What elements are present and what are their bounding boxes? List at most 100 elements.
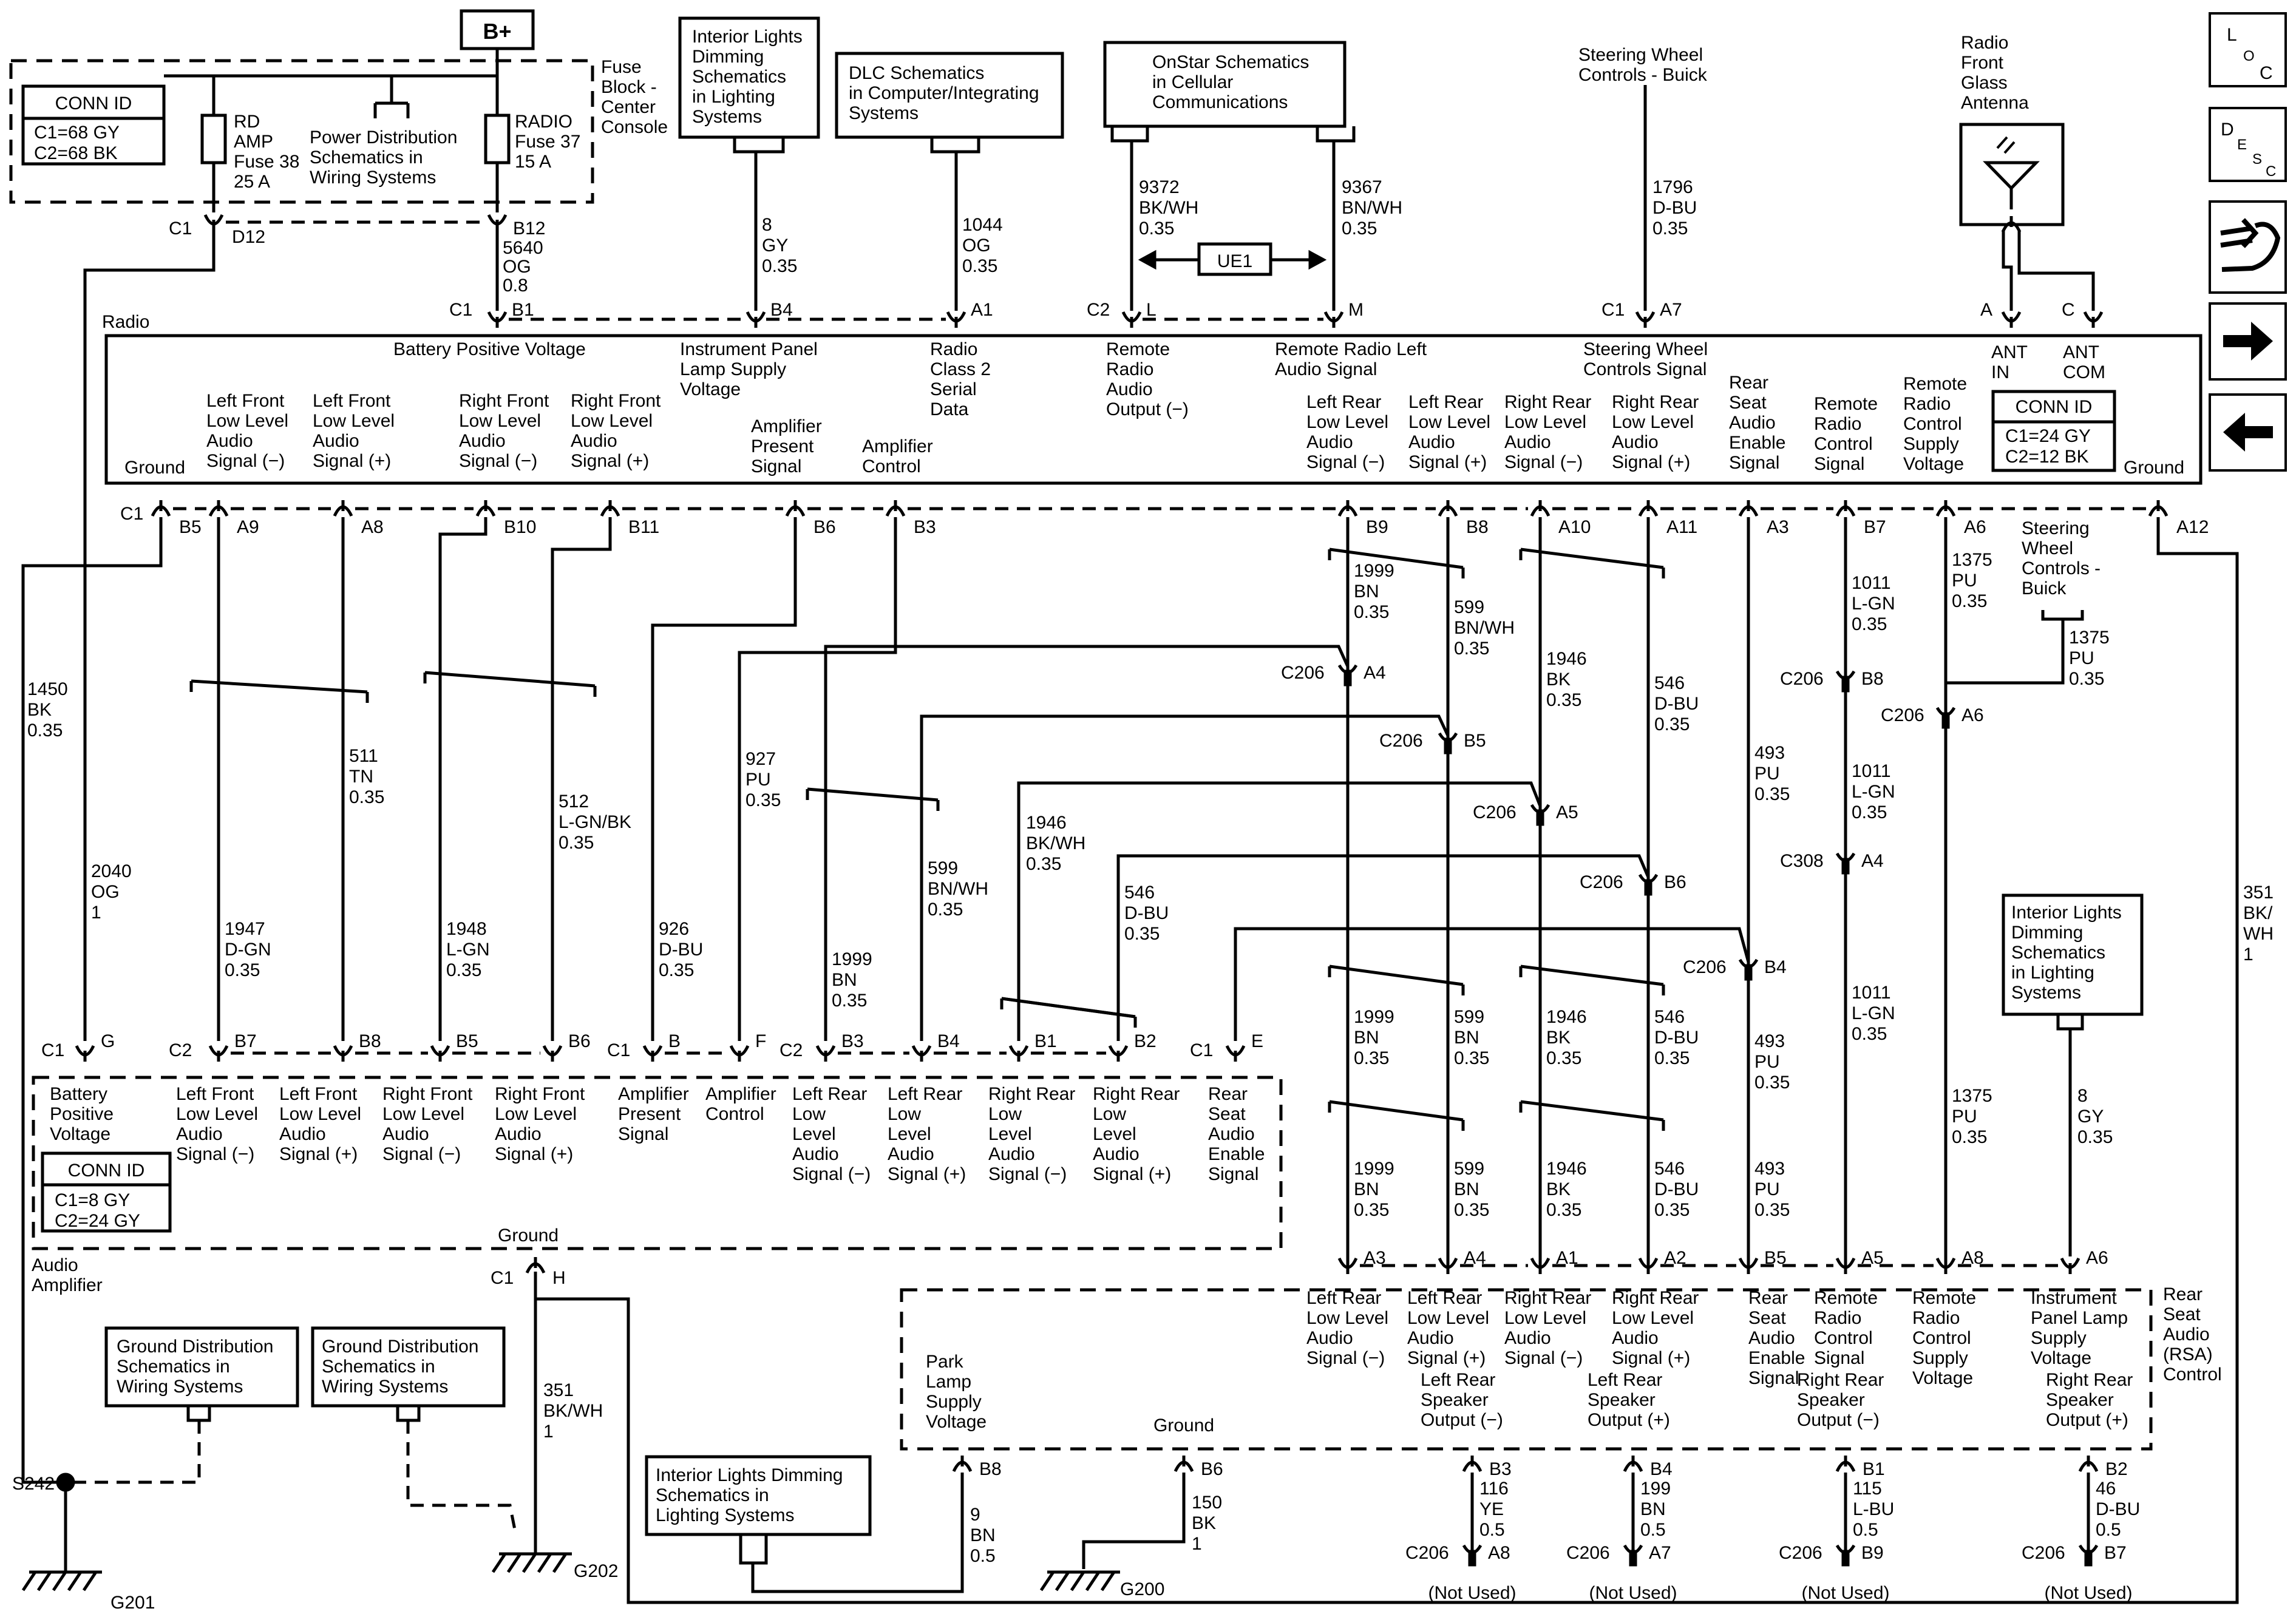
ground-hatch xyxy=(506,1553,522,1573)
label-line: 1450 xyxy=(27,679,68,699)
label-line: Console xyxy=(601,117,668,137)
label-line: Right Rear xyxy=(1093,1084,1180,1104)
wire xyxy=(2017,231,2095,311)
label-line: B7 xyxy=(2104,1543,2127,1563)
label: A1 xyxy=(971,300,993,320)
label-line: A8 xyxy=(361,517,384,537)
label-line: D-BU xyxy=(1654,694,1699,714)
label-line: Signal (−) xyxy=(1504,1348,1583,1368)
label-line: Low xyxy=(1093,1104,1126,1124)
twisted-pair-mark xyxy=(1001,997,1136,1019)
ground-hatch xyxy=(1070,1571,1085,1592)
label-line: Schematics in xyxy=(117,1357,230,1377)
label: B8 xyxy=(1861,669,1884,689)
label-line: 0.35 xyxy=(1546,1048,1581,1068)
label-line: Audio xyxy=(2163,1324,2210,1344)
label-line: Lighting Systems xyxy=(656,1505,794,1525)
label-line: G201 xyxy=(110,1593,155,1613)
label-line: Audio xyxy=(1612,1328,1659,1348)
label-line: Voltage xyxy=(2031,1348,2091,1368)
label-line: Control xyxy=(1814,434,1873,454)
label-line: Control xyxy=(2163,1364,2222,1385)
label-line: Low Level xyxy=(313,411,395,431)
label-line: 0.35 xyxy=(559,833,594,853)
label-line: A8 xyxy=(1961,1248,1984,1268)
label-line: Supply xyxy=(2031,1328,2087,1348)
label-line: Radio xyxy=(102,312,149,332)
label-line: 0.35 xyxy=(1354,1200,1389,1220)
label-line: 1 xyxy=(1192,1534,1202,1554)
label: A2 xyxy=(1664,1248,1686,1268)
connector-hand-button[interactable] xyxy=(2209,200,2287,294)
label-line: Class 2 xyxy=(930,359,991,379)
label-line: in Computer/Integrating xyxy=(849,83,1039,103)
label: C206 xyxy=(1566,1543,1610,1563)
wire xyxy=(2002,231,2013,311)
next-button[interactable] xyxy=(2209,302,2287,381)
connector-pin xyxy=(1941,712,1950,729)
label-line: Signal (+) xyxy=(495,1144,573,1164)
label-line: 493 xyxy=(1754,743,1785,763)
label-line: Seat xyxy=(1748,1308,1786,1328)
label: F xyxy=(755,1031,766,1051)
label-line: B2 xyxy=(2105,1459,2128,1479)
label: A6 xyxy=(1964,517,1986,537)
label-line: 1999 xyxy=(832,949,872,969)
wire xyxy=(2041,610,2084,621)
fuse-conn-box xyxy=(21,84,166,166)
label-line: Audio xyxy=(792,1144,839,1164)
label: G200 xyxy=(1120,1579,1164,1599)
label-line: Signal (+) xyxy=(1408,452,1487,472)
label-line: Signal (−) xyxy=(1306,1348,1385,1368)
label-line: E xyxy=(2237,137,2247,153)
label-line: Output (−) xyxy=(1797,1410,1880,1430)
loc-button-frame xyxy=(2209,12,2287,87)
label-line: Signal (+) xyxy=(1407,1348,1486,1368)
back-button[interactable] xyxy=(2209,393,2287,472)
label-line: B1 xyxy=(1863,1459,1885,1479)
splice-s242 xyxy=(56,1473,75,1492)
ground-hatch xyxy=(521,1553,537,1573)
label-line: BK xyxy=(1192,1513,1216,1533)
label-line: Radio xyxy=(1814,414,1861,434)
label-line: Remote xyxy=(1903,374,1967,394)
label-line: Low Level xyxy=(382,1104,464,1124)
label-line: PU xyxy=(1754,1052,1780,1072)
label-line: Level xyxy=(888,1124,931,1144)
connector-hand-icon xyxy=(2220,218,2259,248)
connector-pin xyxy=(1629,1550,1637,1567)
loc-button[interactable]: COL xyxy=(2209,12,2287,87)
label: M xyxy=(1348,300,1364,320)
label-line: Left Rear xyxy=(1306,392,1381,412)
label: (Not Used) xyxy=(1589,1583,1677,1603)
label-line: Supply xyxy=(926,1392,982,1412)
label-line: 1 xyxy=(91,903,101,923)
label: B6 xyxy=(1201,1459,1223,1479)
diagram-lines xyxy=(9,9,2239,1604)
label-line: C1=24 GY xyxy=(2005,426,2091,446)
label-line: Right Rear xyxy=(1612,392,1699,412)
label: C xyxy=(2266,163,2276,180)
connector-pin xyxy=(1343,670,1352,686)
label-line: Systems xyxy=(849,103,919,123)
label: A1 xyxy=(1556,1248,1578,1268)
connector-pin xyxy=(1841,676,1850,693)
label-line: A3 xyxy=(1767,517,1789,537)
label-line: Control xyxy=(1912,1328,1971,1348)
